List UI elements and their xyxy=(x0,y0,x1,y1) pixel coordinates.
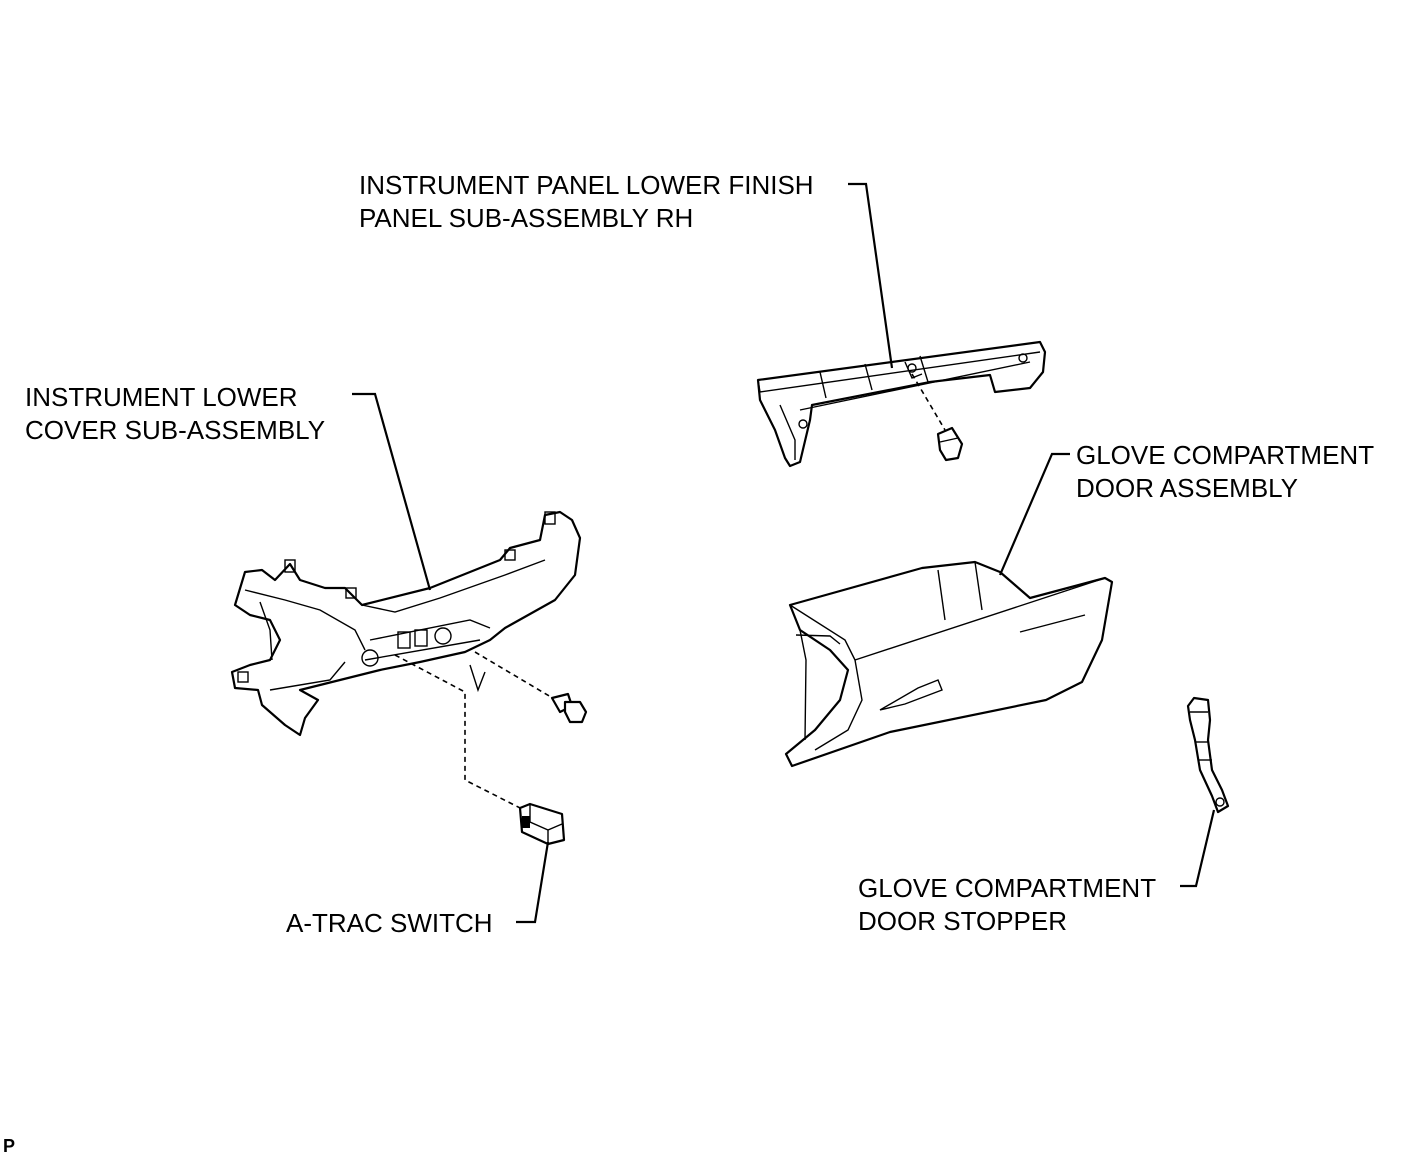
lower-cover-label-line1: INSTRUMENT LOWER xyxy=(25,382,298,412)
door-stopper-leader xyxy=(1180,809,1216,888)
lower-cover-bolt xyxy=(474,651,588,724)
atrac-switch-label-line1: A-TRAC SWITCH xyxy=(286,908,493,938)
atrac-switch-leader xyxy=(516,841,550,924)
glove-door-part xyxy=(784,560,1114,768)
atrac-switch-part xyxy=(394,654,566,846)
glove-door-label-line2: DOOR ASSEMBLY xyxy=(1076,473,1298,503)
finish-panel-clip xyxy=(911,373,964,462)
finish-panel-leader xyxy=(848,182,894,369)
finish-panel-label-line2: PANEL SUB-ASSEMBLY RH xyxy=(359,203,693,233)
glove-door-label: GLOVE COMPARTMENT DOOR ASSEMBLY xyxy=(1076,440,1381,503)
door-stopper-label-line1: GLOVE COMPARTMENT xyxy=(858,873,1156,903)
corner-code: P xyxy=(3,1136,15,1156)
door-stopper-part xyxy=(1186,696,1230,814)
finish-panel-part xyxy=(756,340,1047,468)
lower-cover-label: INSTRUMENT LOWER COVER SUB-ASSEMBLY xyxy=(25,382,325,445)
finish-panel-label-line1: INSTRUMENT PANEL LOWER FINISH xyxy=(359,170,814,200)
glove-door-leader xyxy=(998,452,1070,576)
atrac-switch-label: A-TRAC SWITCH xyxy=(286,908,493,938)
lower-cover-label-line2: COVER SUB-ASSEMBLY xyxy=(25,415,325,445)
lower-cover-part xyxy=(230,510,582,737)
lower-cover-leader xyxy=(352,392,432,591)
glove-door-label-line1: GLOVE COMPARTMENT xyxy=(1076,440,1374,470)
door-stopper-label-line2: DOOR STOPPER xyxy=(858,906,1067,936)
finish-panel-label: INSTRUMENT PANEL LOWER FINISH PANEL SUB-… xyxy=(359,170,821,233)
door-stopper-label: GLOVE COMPARTMENT DOOR STOPPER xyxy=(858,873,1163,936)
